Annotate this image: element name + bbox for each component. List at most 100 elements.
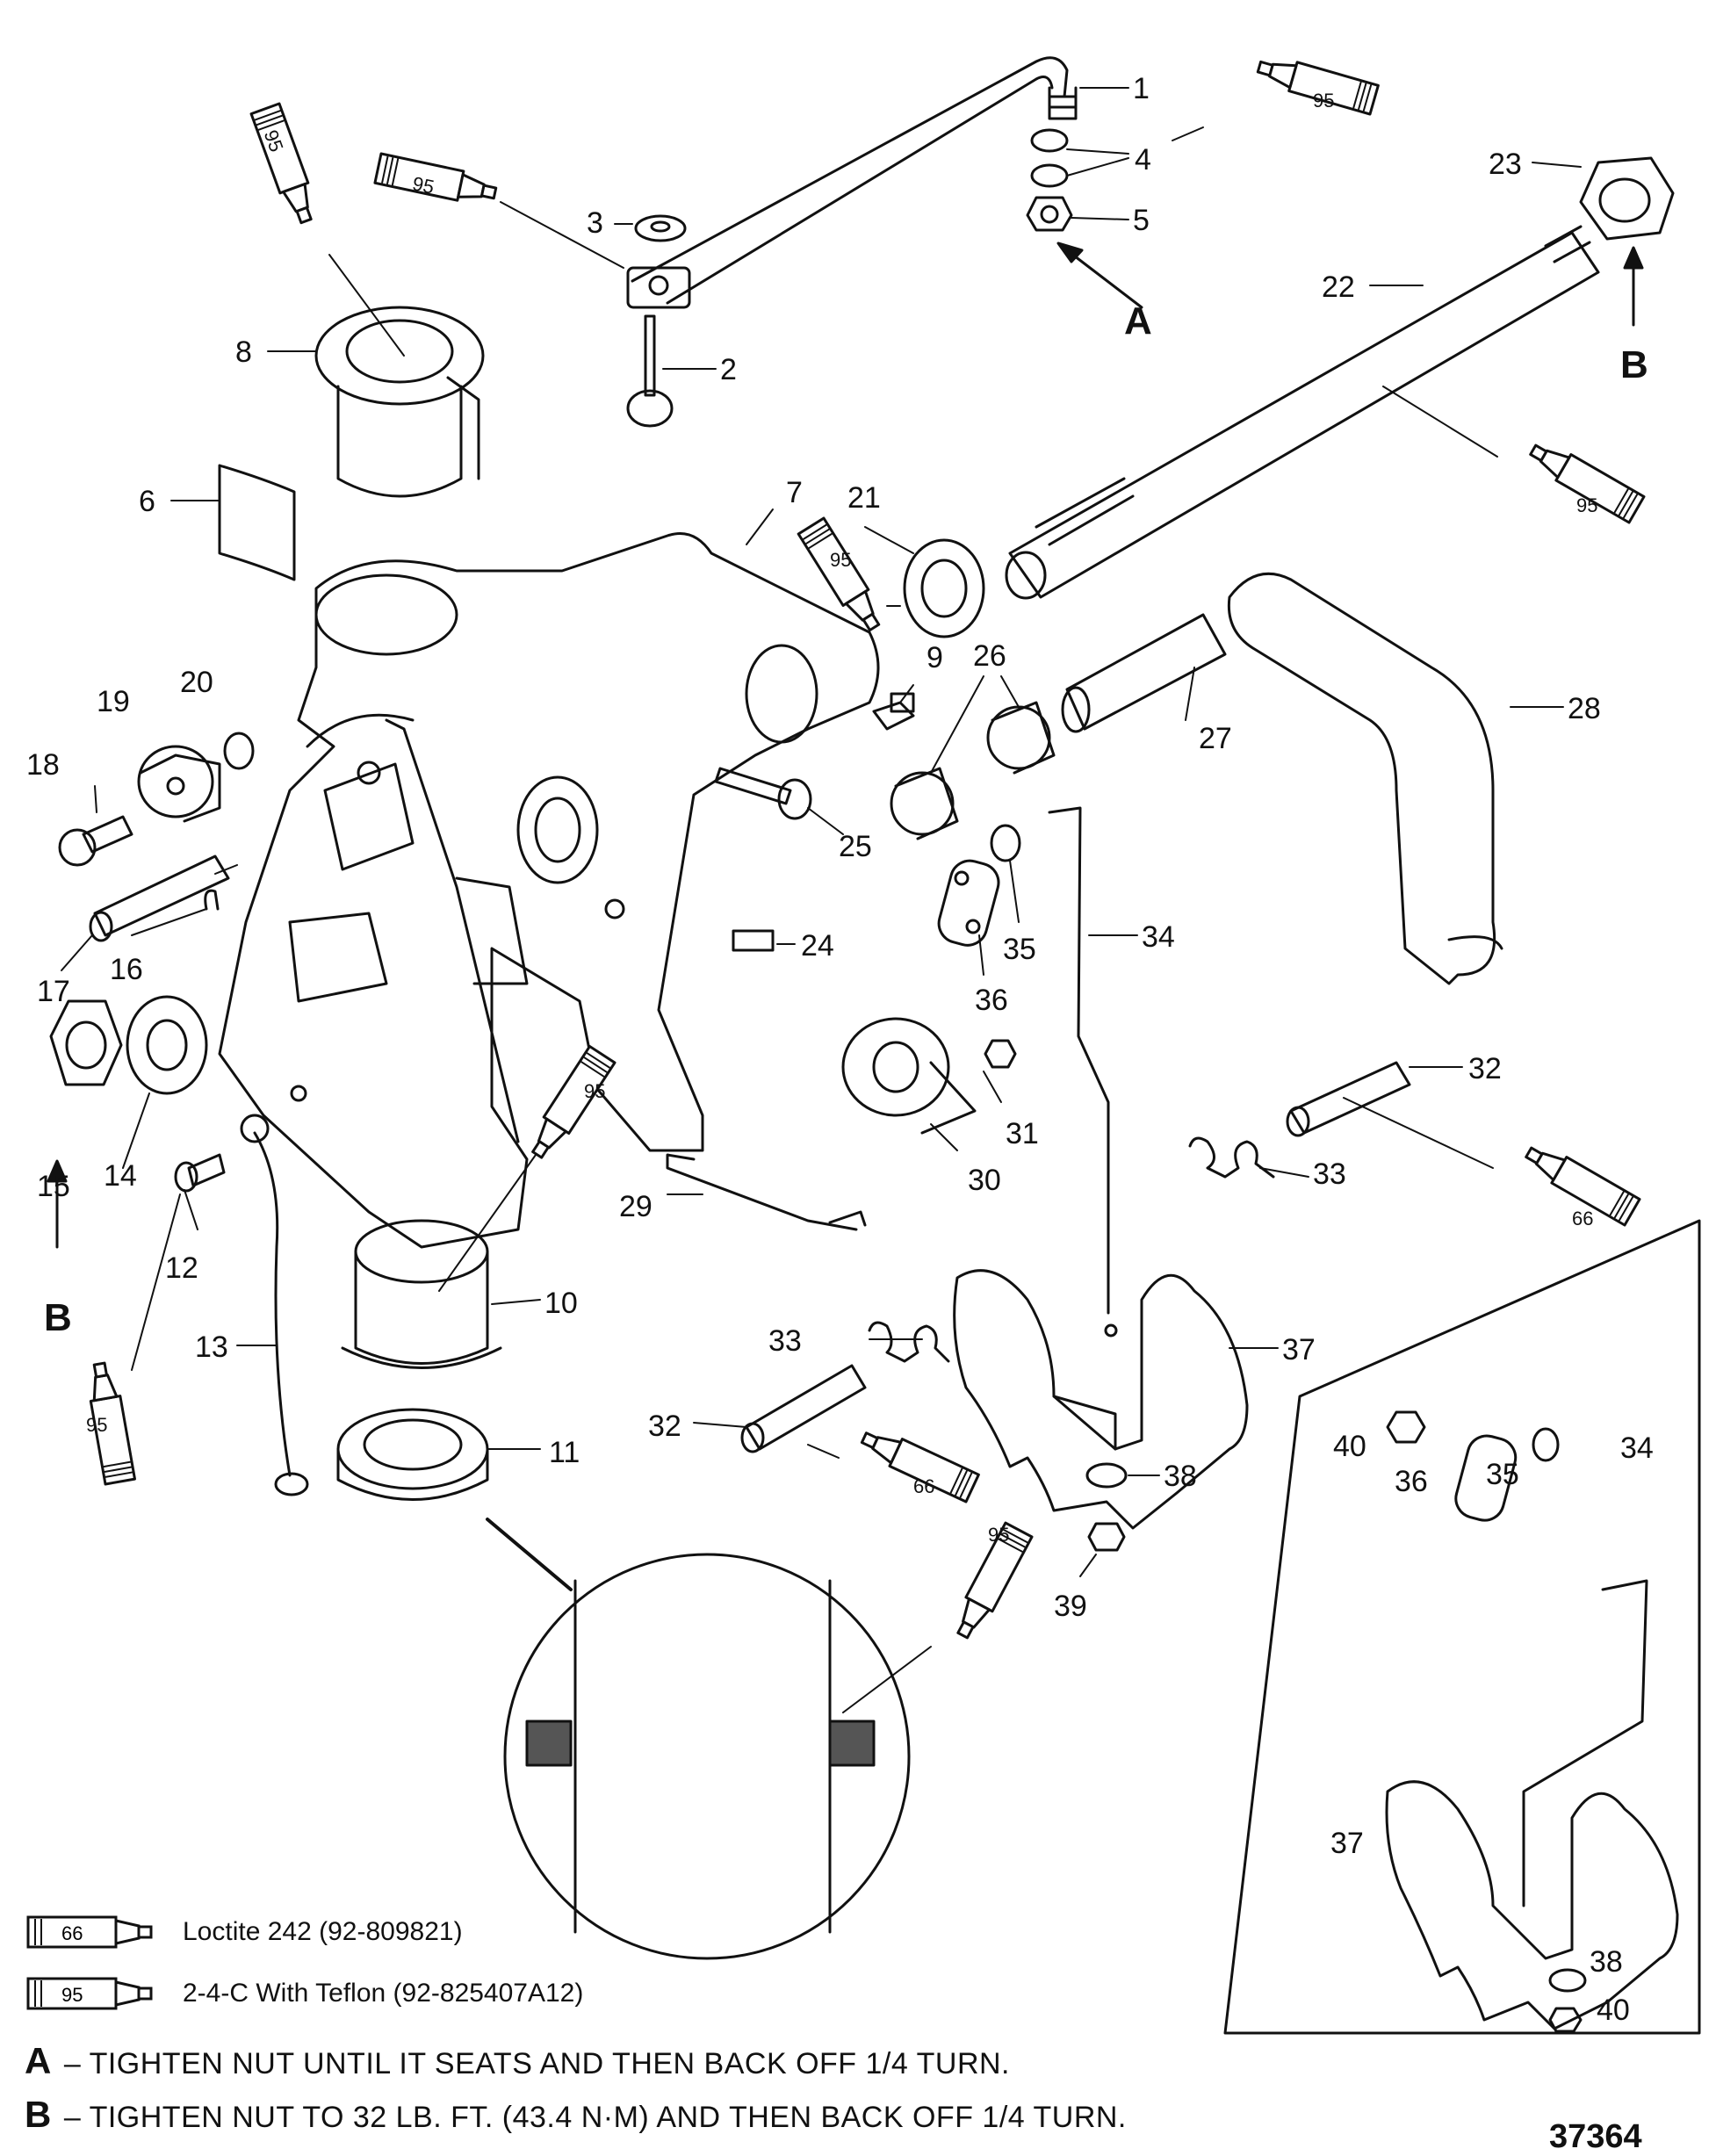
tube-label-95-d: 95: [1576, 494, 1597, 516]
callout-3: 3: [587, 206, 603, 240]
callout-12: 12: [165, 1251, 198, 1285]
callout-6: 6: [139, 485, 155, 518]
callout-17: 17: [37, 975, 70, 1008]
callout-4: 4: [1135, 143, 1151, 177]
note-b-letter: B: [25, 2094, 52, 2135]
inset-callout-40-bottom: 40: [1597, 1994, 1630, 2027]
washer-38: [1085, 1462, 1128, 1489]
torque-notes: A– TIGHTEN NUT UNTIL IT SEATS AND THEN B…: [25, 2036, 1395, 2143]
part-24: [732, 929, 775, 952]
tube-95-a: [249, 102, 322, 227]
callout-32: 32: [1468, 1052, 1502, 1085]
tube-66-number: 66: [61, 1922, 83, 1944]
seal-11: [336, 1408, 489, 1501]
inset-nut-40-top: [1386, 1410, 1426, 1444]
tube-label-95-e: 95: [830, 549, 851, 571]
callout-11: 11: [549, 1436, 580, 1469]
inset-callout-36: 36: [1395, 1465, 1428, 1498]
legend-teflon-text: 2-4-C With Teflon (92-825407A12): [183, 1979, 584, 2008]
bushing-26a: [986, 701, 1056, 775]
callout-22: 22: [1322, 270, 1355, 304]
callout-1: 1: [1133, 72, 1150, 105]
callout-9: 9: [926, 641, 943, 674]
spring-33-upper: [1188, 1136, 1275, 1179]
swivel-bracket-7: [218, 532, 880, 1249]
bolt-2: [626, 314, 674, 428]
callout-33b: 33: [768, 1324, 802, 1358]
inset-rod-34: [1522, 1579, 1648, 1907]
rod-29: [666, 1153, 867, 1231]
inset-callout-35: 35: [1486, 1458, 1519, 1491]
tube-label-95-c: 95: [1313, 90, 1334, 112]
nut-39: [1087, 1522, 1126, 1552]
note-a: A– TIGHTEN NUT UNTIL IT SEATS AND THEN B…: [25, 2036, 1395, 2089]
callout-34: 34: [1142, 920, 1175, 954]
tube-66-icon: 66: [26, 1915, 153, 1949]
tilt-rod-34: [1048, 806, 1110, 1315]
inset-nut-40-bottom: [1548, 2007, 1583, 2033]
legend-loctite-text: Loctite 242 (92-809821): [183, 1917, 463, 1946]
washer-3: [634, 214, 687, 242]
tube-95-f: [523, 1044, 616, 1165]
arrow-label-a: A: [1124, 299, 1152, 343]
inset-callout-38: 38: [1590, 1945, 1623, 1979]
tilt-tube-22: [1005, 225, 1600, 600]
callout-25: 25: [839, 830, 872, 863]
callout-labels: 1 2 3 4 5 6 7 8 9 10 11 12 13 14 15 16 1…: [26, 72, 1654, 2027]
washers-4: [1030, 128, 1069, 188]
grease-fitting-9: [872, 692, 915, 731]
callout-39: 39: [1054, 1590, 1087, 1623]
inset-link-36: [1454, 1434, 1518, 1522]
spring-33-lower: [868, 1321, 950, 1363]
nut-23: [1579, 156, 1675, 241]
callout-16: 16: [110, 953, 143, 986]
ground-wire-13: [240, 1114, 309, 1496]
nut-15: [49, 999, 123, 1086]
bushing-26b: [890, 767, 959, 840]
sealant-legend: 66 Loctite 242 (92-809821) 95 2-4-C With…: [26, 1901, 583, 2024]
pin-27: [1061, 613, 1227, 733]
washer-14: [126, 995, 208, 1095]
upper-bushing-8: [314, 306, 485, 498]
bolt-25: [714, 767, 812, 820]
figure-number: 37364: [1549, 2118, 1642, 2155]
inset-callout-34: 34: [1620, 1431, 1654, 1465]
callout-18: 18: [26, 748, 60, 782]
lower-bushing-10: [341, 1219, 502, 1369]
callout-21: 21: [847, 481, 881, 515]
tube-label-95-g: 95: [988, 1524, 1009, 1546]
cotter-16: [204, 889, 220, 911]
arrow-label-b-left: B: [44, 1296, 72, 1339]
callout-7: 7: [786, 476, 803, 509]
callout-14: 14: [104, 1159, 137, 1193]
tube-label-66-b: 66: [913, 1475, 934, 1497]
note-b-text: – TIGHTEN NUT TO 32 LB. FT. (43.4 N·M) A…: [63, 2101, 1127, 2134]
screw-12: [174, 1153, 226, 1193]
pin-32-upper: [1286, 1061, 1411, 1137]
leader-lines: [61, 87, 1582, 1577]
callout-32b: 32: [648, 1410, 681, 1443]
tilt-lock-37: [953, 1269, 1249, 1530]
tube-95-b: [373, 152, 500, 210]
tube-label-95-b: 95: [411, 172, 436, 198]
callout-8: 8: [235, 335, 252, 369]
seal-detail-view: [486, 1518, 911, 1960]
pin-32-lower: [740, 1364, 867, 1453]
arrow-b-left: [47, 1159, 68, 1249]
arrow-label-b-right: B: [1620, 343, 1648, 386]
callout-33: 33: [1313, 1157, 1346, 1191]
tube-leaders: [131, 126, 1498, 1713]
inset-washer-38: [1548, 1968, 1587, 1993]
inset-callout-37: 37: [1330, 1827, 1364, 1860]
callout-26: 26: [973, 639, 1006, 673]
callout-29: 29: [619, 1190, 653, 1223]
inset-callout-40-top: 40: [1333, 1430, 1366, 1463]
note-a-letter: A: [25, 2040, 52, 2081]
legend-row-loctite: 66 Loctite 242 (92-809821): [26, 1901, 583, 1963]
callout-31: 31: [1006, 1117, 1039, 1150]
spring-20: [223, 732, 255, 770]
callout-38: 38: [1164, 1460, 1197, 1493]
callout-37: 37: [1282, 1333, 1316, 1366]
cam-30: [841, 1017, 977, 1135]
